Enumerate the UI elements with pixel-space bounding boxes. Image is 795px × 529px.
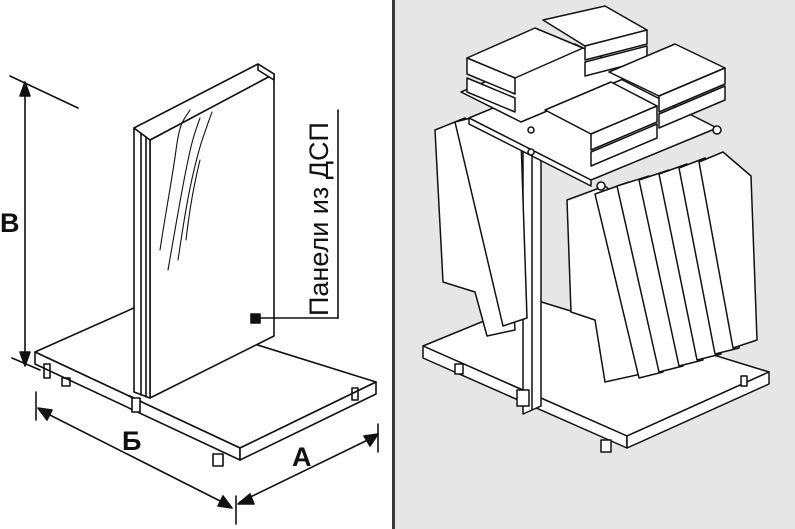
center-panel <box>131 63 275 413</box>
right-garments <box>566 151 758 383</box>
dim-label-b: Б <box>122 426 141 456</box>
pane-divider <box>392 0 395 529</box>
dimension-b-depth <box>35 391 237 525</box>
dimension-b-height <box>9 75 79 371</box>
stand-dimension-drawing: В Б А Панели из ДСП <box>0 63 379 525</box>
stand-with-goods-drawing <box>422 5 770 453</box>
dimension-a-width <box>237 423 379 505</box>
callout-leader <box>250 109 339 324</box>
dim-label-v: В <box>0 208 20 238</box>
folded-stacks <box>466 5 726 167</box>
panel-callout-label: Панели из ДСП <box>304 122 334 316</box>
dim-label-a: А <box>292 442 312 472</box>
left-pane: В Б А Панели из ДСП <box>0 0 393 529</box>
right-pane <box>395 0 795 529</box>
left-garments <box>434 111 528 337</box>
